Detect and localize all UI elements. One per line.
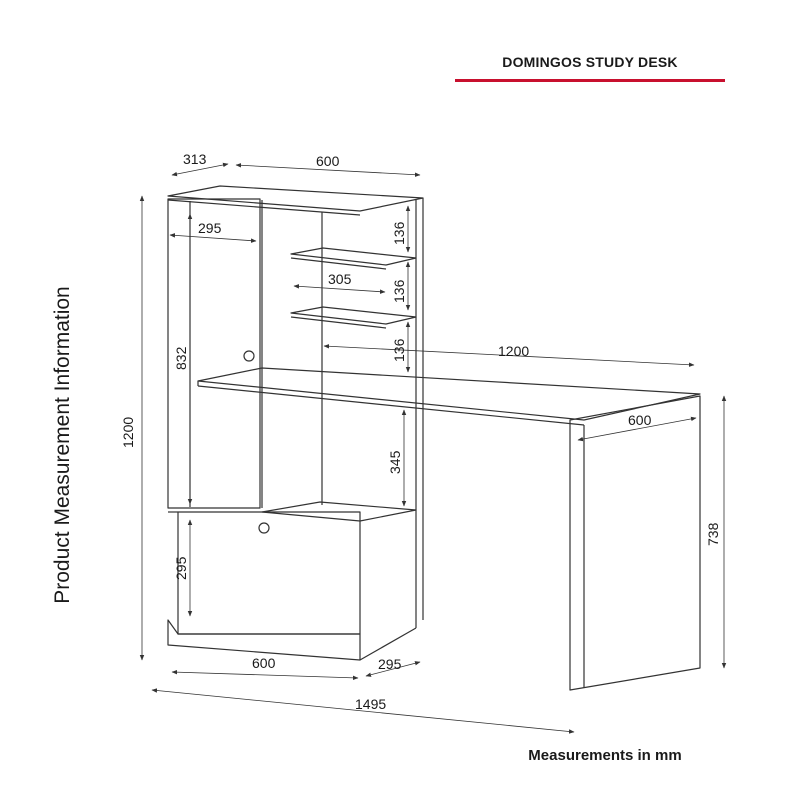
shelf-1-edge bbox=[290, 257, 387, 270]
niche-floor bbox=[261, 501, 417, 522]
units-note: Measurements in mm bbox=[528, 747, 682, 764]
cabinet-door bbox=[167, 198, 261, 509]
dim-shelf-gap-1: 136 bbox=[391, 221, 407, 245]
dimension-labels: 313 600 295 136 305 136 136 832 1200 600… bbox=[120, 151, 721, 712]
dim-drawer-height: 295 bbox=[173, 556, 189, 580]
desk-leg bbox=[569, 395, 701, 691]
desk-outline bbox=[167, 185, 701, 691]
dim-door-height: 832 bbox=[173, 346, 189, 370]
dim-shelf-width: 305 bbox=[328, 271, 352, 287]
cabinet-top-front-edge bbox=[167, 199, 361, 216]
dim-total-height: 1200 bbox=[120, 417, 136, 448]
dim-top-width: 600 bbox=[316, 153, 340, 169]
product-title: DOMINGOS STUDY DESK bbox=[502, 54, 678, 70]
desk-top-edge bbox=[197, 385, 585, 426]
dim-total-length: 1495 bbox=[355, 696, 386, 712]
drawer-knob bbox=[258, 522, 270, 534]
dim-base-width: 600 bbox=[252, 655, 276, 671]
shelf-1 bbox=[290, 247, 417, 266]
desk-top bbox=[197, 367, 701, 421]
dim-desk-length: 1200 bbox=[498, 343, 529, 359]
door-knob bbox=[243, 350, 255, 362]
shelf-2 bbox=[290, 306, 417, 325]
dim-shelf-gap-2: 136 bbox=[391, 279, 407, 303]
dim-niche-height: 345 bbox=[387, 450, 403, 474]
shelf-2-edge bbox=[290, 316, 387, 329]
dim-desk-depth: 600 bbox=[628, 412, 652, 428]
base-plinth bbox=[167, 619, 361, 661]
dim-door-inner-width: 295 bbox=[198, 220, 222, 236]
side-title: Product Measurement Information bbox=[51, 286, 74, 604]
dim-leg-height: 738 bbox=[705, 522, 721, 546]
dimension-lines bbox=[139, 162, 727, 734]
dim-shelf-gap-3: 136 bbox=[391, 338, 407, 362]
dim-top-depth: 313 bbox=[183, 151, 207, 167]
title-underline bbox=[455, 79, 725, 82]
dim-base-depth: 295 bbox=[378, 656, 402, 672]
